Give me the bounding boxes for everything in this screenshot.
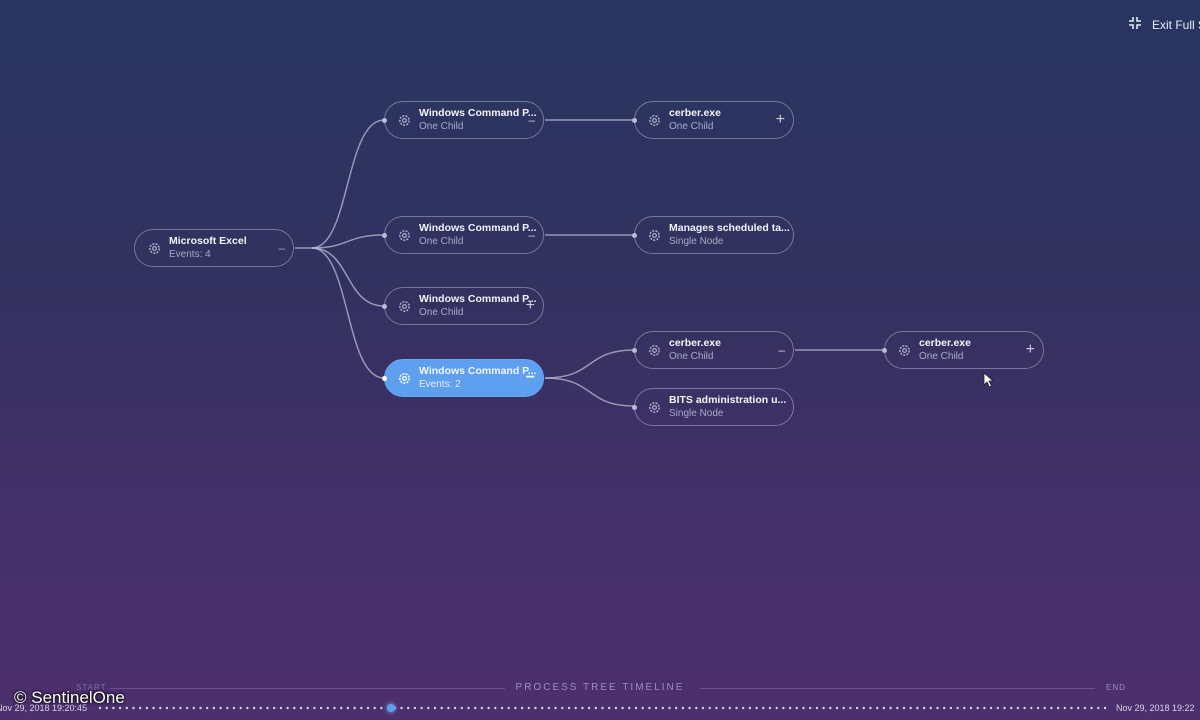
connector-dot xyxy=(882,347,887,353)
gear-icon xyxy=(389,299,419,314)
gear-icon xyxy=(389,113,419,128)
timeline-start-label: START xyxy=(76,683,107,692)
process-node-bits-admin[interactable]: BITS administration u... Single Node xyxy=(632,388,794,426)
timeline-end-label: END xyxy=(1106,683,1126,692)
node-subtitle: One Child xyxy=(419,307,464,318)
process-node-cerber-1[interactable]: cerber.exe One Child + xyxy=(632,101,794,139)
timeline-handle[interactable] xyxy=(386,704,395,712)
timeline-title: PROCESS TREE TIMELINE xyxy=(515,682,685,693)
connector-dot xyxy=(382,303,387,309)
process-node-microsoft-excel[interactable]: Microsoft Excel Events: 4 – xyxy=(134,229,294,267)
node-title: Microsoft Excel xyxy=(169,235,247,247)
collapse-control[interactable]: – xyxy=(528,228,535,242)
watermark: © SentinelOne xyxy=(14,688,125,707)
timeline-end-time: Nov 29, 2018 19:22 xyxy=(1116,703,1195,713)
node-subtitle: One Child xyxy=(669,351,714,362)
timeline-rule-right xyxy=(700,688,1095,689)
gear-icon xyxy=(639,113,669,128)
node-subtitle: Events: 2 xyxy=(419,379,461,390)
connector-dot xyxy=(632,117,637,123)
collapse-control[interactable]: – xyxy=(528,113,535,127)
process-node-cmd-4-selected[interactable]: Windows Command P... Events: 2 − xyxy=(382,359,544,397)
gear-icon xyxy=(639,228,669,243)
collapse-control[interactable]: – xyxy=(278,241,285,255)
gear-icon xyxy=(639,343,669,358)
node-title: Windows Command P... xyxy=(419,107,537,119)
process-node-scheduled-tasks[interactable]: Manages scheduled ta... Single Node xyxy=(632,216,794,254)
connector-dot xyxy=(632,404,637,410)
expand-control[interactable]: + xyxy=(1025,341,1035,358)
node-title: cerber.exe xyxy=(669,107,721,119)
node-subtitle: One Child xyxy=(419,121,464,132)
node-title: Manages scheduled ta... xyxy=(669,222,790,234)
connector-dot xyxy=(382,232,387,238)
mouse-cursor-icon xyxy=(983,372,995,388)
gear-icon xyxy=(139,241,169,256)
node-subtitle: Events: 4 xyxy=(169,249,211,260)
process-node-cmd-1[interactable]: Windows Command P... One Child – xyxy=(382,101,544,139)
collapse-control[interactable]: – xyxy=(778,343,785,357)
node-title: Windows Command P... xyxy=(419,222,537,234)
connector-dot xyxy=(632,347,637,353)
node-subtitle: One Child xyxy=(919,351,964,362)
timeline-track[interactable] xyxy=(98,706,1108,710)
connector-dot xyxy=(632,232,637,238)
node-subtitle: One Child xyxy=(669,121,714,132)
gear-icon xyxy=(889,343,919,358)
connector-dot xyxy=(382,117,387,123)
process-node-cerber-2[interactable]: cerber.exe One Child – xyxy=(632,331,794,369)
node-title: Windows Command P... xyxy=(419,293,537,305)
node-subtitle: Single Node xyxy=(669,236,724,247)
collapse-control[interactable]: − xyxy=(525,369,535,386)
node-subtitle: Single Node xyxy=(669,408,724,419)
process-node-cerber-3[interactable]: cerber.exe One Child + xyxy=(882,331,1044,369)
gear-icon xyxy=(639,400,669,415)
process-node-cmd-3[interactable]: Windows Command P... One Child + xyxy=(382,287,544,325)
exit-full-screen-label: Exit Full S xyxy=(1152,17,1200,32)
node-title: cerber.exe xyxy=(669,337,721,349)
exit-full-screen-button[interactable]: Exit Full S xyxy=(1128,16,1200,33)
node-subtitle: One Child xyxy=(419,236,464,247)
gear-icon xyxy=(389,371,419,386)
collapse-icon xyxy=(1128,16,1142,33)
connector-dot xyxy=(382,375,387,381)
node-title: cerber.exe xyxy=(919,337,971,349)
gear-icon xyxy=(389,228,419,243)
timeline-rule-left xyxy=(110,688,505,689)
process-node-cmd-2[interactable]: Windows Command P... One Child – xyxy=(382,216,544,254)
node-title: BITS administration u... xyxy=(669,394,787,406)
expand-control[interactable]: + xyxy=(775,111,785,128)
expand-control[interactable]: + xyxy=(525,297,535,314)
node-title: Windows Command P... xyxy=(419,365,537,377)
timeline-start-time: Nov 29, 2018 19:20:45 xyxy=(0,703,88,713)
